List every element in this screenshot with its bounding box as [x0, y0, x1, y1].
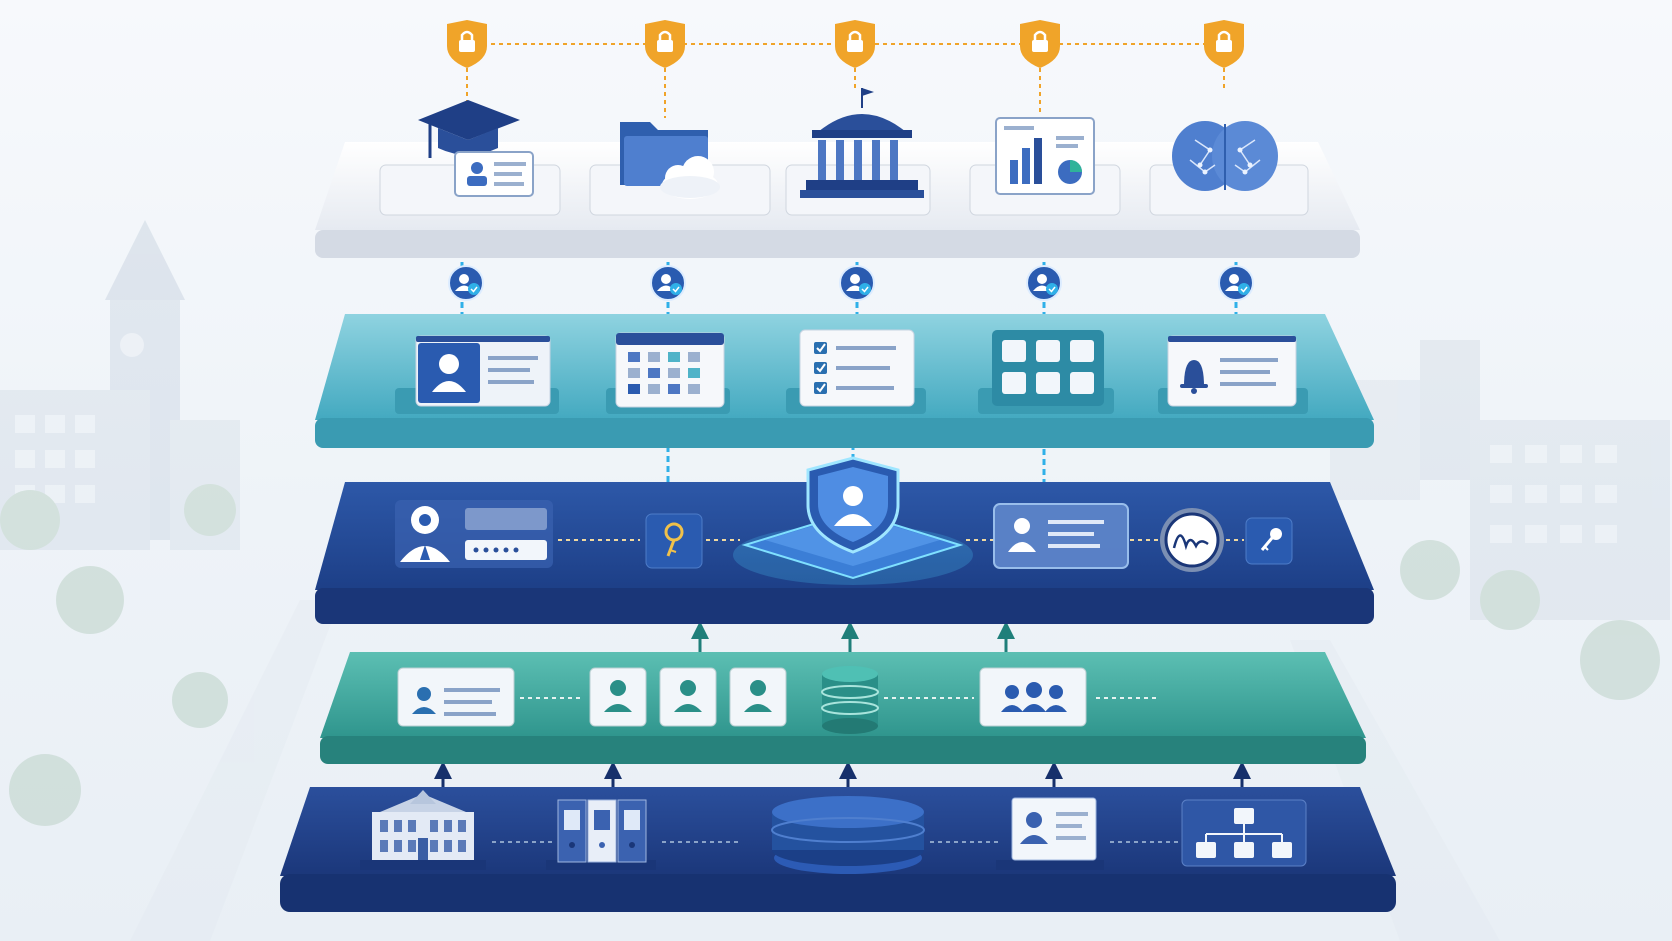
user-card-icon[interactable]	[589, 667, 647, 727]
lock-shield-icon	[645, 20, 685, 68]
group-card-icon[interactable]	[979, 667, 1087, 727]
user-verified-icon	[448, 265, 484, 301]
campus-building-icon[interactable]	[360, 790, 486, 870]
app-grid-icon[interactable]	[978, 330, 1114, 414]
analytics-dashboard-icon	[995, 117, 1095, 195]
ai-brain-icon	[1172, 121, 1278, 191]
graduation-cap-id-card-icon	[418, 100, 534, 197]
notification-card-icon[interactable]	[1158, 335, 1308, 414]
user-verified-icon	[1218, 265, 1254, 301]
institution-building-icon	[800, 88, 924, 198]
identity-record-icon[interactable]	[993, 503, 1129, 569]
key-icon[interactable]	[645, 513, 703, 569]
lock-shield-icon	[1204, 20, 1244, 68]
folder-cloud-icon	[620, 122, 720, 199]
user-verified-icon	[650, 265, 686, 301]
user-verified-icon	[839, 265, 875, 301]
profile-card-icon[interactable]	[395, 335, 559, 414]
user-login-card-icon[interactable]	[395, 500, 553, 568]
org-hierarchy-icon[interactable]	[1181, 799, 1307, 867]
calendar-icon[interactable]	[606, 332, 730, 414]
user-card-icon[interactable]	[729, 667, 787, 727]
lock-shield-icon	[447, 20, 487, 68]
database-cylinder-icon[interactable]	[821, 666, 879, 734]
checklist-icon[interactable]	[786, 329, 926, 414]
lock-shield-icon	[1020, 20, 1060, 68]
user-verified-icon	[1026, 265, 1062, 301]
id-document-icon[interactable]	[996, 797, 1104, 870]
central-database-icon[interactable]	[771, 796, 925, 874]
user-card-icon[interactable]	[659, 667, 717, 727]
record-card-icon[interactable]	[397, 667, 515, 727]
shield-user-icon[interactable]	[733, 456, 973, 585]
access-key-icon[interactable]	[1245, 517, 1293, 565]
file-binders-icon[interactable]	[546, 799, 656, 870]
digital-signature-icon[interactable]	[1160, 508, 1224, 572]
lock-shield-icon	[835, 20, 875, 68]
